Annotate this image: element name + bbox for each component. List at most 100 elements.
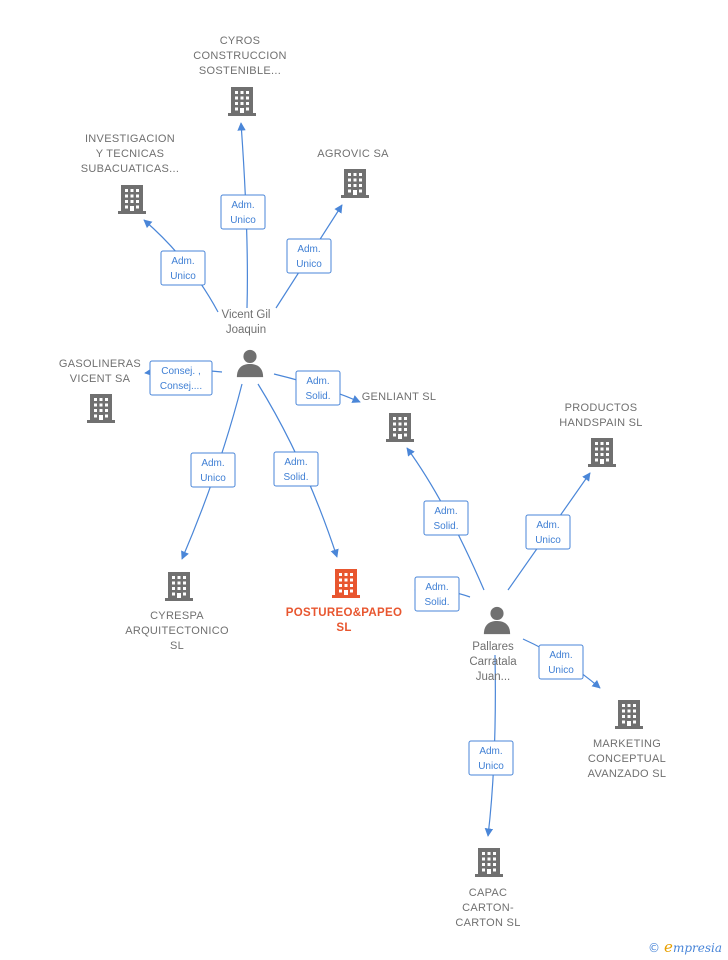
company-label: SL	[336, 622, 351, 634]
building-icon	[118, 185, 146, 214]
company-label: SOSTENIBLE...	[199, 65, 281, 77]
edge-label-text: Unico	[200, 473, 226, 484]
edge-label-box	[160, 250, 206, 286]
company-node-marketing[interactable]: MARKETING CONCEPTUAL AVANZADO SL	[588, 700, 667, 780]
edge-label-vicent-to-postureo[interactable]: Adm. Solid.	[273, 451, 319, 487]
edge-label-pallares-to-postureo[interactable]: Adm. Solid.	[414, 576, 460, 612]
brand-initial: e	[664, 938, 673, 956]
edge-label-vicent-to-cyrespa[interactable]: Adm. Unico	[190, 452, 236, 488]
edge-label-text: Unico	[296, 259, 322, 270]
company-label: GASOLINERAS	[59, 358, 141, 370]
edge-label-text: Adm.	[171, 256, 194, 267]
company-node-agrovic[interactable]: AGROVIC SA	[317, 148, 389, 198]
building-icon	[386, 413, 414, 442]
building-icon	[165, 572, 193, 601]
company-label: AVANZADO SL	[588, 768, 667, 780]
edge-label-box	[414, 576, 460, 612]
company-label: CARTON SL	[455, 917, 520, 929]
edge-label-box	[525, 514, 571, 550]
company-label: HANDSPAIN SL	[559, 417, 642, 429]
company-node-genliant[interactable]: GENLIANT SL	[362, 391, 437, 442]
edge-label-text: Unico	[170, 271, 196, 282]
company-label: MARKETING	[593, 738, 661, 750]
company-label: CARTON-	[462, 902, 514, 914]
edge-label-box	[149, 360, 213, 396]
edge-label-text: Solid.	[424, 597, 449, 608]
edge-label-text: Adm.	[549, 650, 572, 661]
edge-label-box	[190, 452, 236, 488]
edge-label-pallares-to-genliant[interactable]: Adm. Solid.	[423, 500, 469, 536]
edge-label-vicent-to-agrovic[interactable]: Adm. Unico	[286, 238, 332, 274]
edge-label-text: Solid.	[305, 391, 330, 402]
company-label: ARQUITECTONICO	[125, 625, 229, 637]
edge-label-box	[468, 740, 514, 776]
company-label: CONSTRUCCION	[193, 50, 286, 62]
company-label: CYRESPA	[150, 610, 204, 622]
edge-label-box	[273, 451, 319, 487]
copyright-icon: ©	[648, 941, 661, 955]
edge-label-vicent-to-investigacion[interactable]: Adm. Unico	[160, 250, 206, 286]
edge-label-vicent-to-genliant[interactable]: Adm. Solid.	[295, 370, 341, 406]
edge-label-text: Consej....	[160, 381, 202, 392]
company-label: CAPAC	[469, 887, 508, 899]
edge-label-text: Adm.	[284, 457, 307, 468]
edge-label-text: Adm.	[306, 376, 329, 387]
company-label: CONCEPTUAL	[588, 753, 666, 765]
company-node-gasolineras[interactable]: GASOLINERAS VICENT SA	[59, 358, 141, 423]
brand-name: mpresia	[672, 941, 722, 955]
company-label: Y TECNICAS	[96, 148, 165, 160]
person-icon	[483, 606, 511, 635]
edge-label-text: Unico	[478, 761, 504, 772]
edge-label-pallares-to-capac[interactable]: Adm. Unico	[468, 740, 514, 776]
edge-label-text: Adm.	[297, 244, 320, 255]
building-icon	[588, 438, 616, 467]
edge-label-box	[295, 370, 341, 406]
edge-label-pallares-to-productos[interactable]: Adm. Unico	[525, 514, 571, 550]
company-label: POSTUREO&PAPEO	[286, 607, 402, 619]
empresia-watermark: ©empresia	[648, 938, 722, 956]
edge-label-text: Adm.	[425, 582, 448, 593]
edge-label-text: Solid.	[433, 521, 458, 532]
company-node-postureo[interactable]: POSTUREO&PAPEO SL	[286, 569, 402, 634]
company-label: AGROVIC SA	[317, 148, 389, 160]
nodes-layer: CYROS CONSTRUCCION SOSTENIBLE... INVESTIGAC…	[59, 35, 666, 929]
edge-label-vicent-to-gasolineras[interactable]: Consej. ,Consej....	[149, 360, 213, 396]
person-label: Pallares	[472, 641, 514, 653]
edge-label-text: Adm.	[479, 746, 502, 757]
person-node-pallares[interactable]: PallaresCarratalaJuan...	[469, 606, 517, 683]
edge-label-text: Unico	[230, 215, 256, 226]
company-label: GENLIANT SL	[362, 391, 437, 403]
edge-label-vicent-to-cyros[interactable]: Adm. Unico	[220, 194, 266, 230]
building-icon	[341, 169, 369, 198]
company-node-cyrespa[interactable]: CYRESPA ARQUITECTONICO SL	[125, 572, 229, 652]
company-label: CYROS	[220, 35, 261, 47]
building-icon	[87, 394, 115, 423]
building-icon	[332, 569, 360, 598]
company-label: VICENT SA	[70, 373, 131, 385]
edge-label-text: Adm.	[434, 506, 457, 517]
company-label: SUBACUATICAS...	[81, 163, 179, 175]
edge-label-text: Unico	[548, 665, 574, 676]
person-label: Carratala	[469, 656, 517, 668]
company-label: INVESTIGACION	[85, 133, 175, 145]
company-node-capac[interactable]: CAPAC CARTON- CARTON SL	[455, 848, 520, 929]
company-label: SL	[170, 640, 184, 652]
edge-label-text: Adm.	[231, 200, 254, 211]
edge-label-box	[423, 500, 469, 536]
edge-label-text: Solid.	[283, 472, 308, 483]
edge-label-pallares-to-marketing[interactable]: Adm. Unico	[538, 644, 584, 680]
edge-label-box	[286, 238, 332, 274]
edge-label-text: Unico	[535, 535, 561, 546]
person-icon	[236, 349, 264, 378]
company-node-investigacion[interactable]: INVESTIGACION Y TECNICAS SUBACUATICAS...	[81, 133, 179, 214]
building-icon	[228, 87, 256, 116]
person-label: Juan...	[476, 671, 511, 683]
edge-label-text: Adm.	[536, 520, 559, 531]
company-node-cyros[interactable]: CYROS CONSTRUCCION SOSTENIBLE...	[193, 35, 286, 116]
edge-label-text: Adm.	[201, 458, 224, 469]
person-label: Vicent Gil	[221, 309, 270, 321]
